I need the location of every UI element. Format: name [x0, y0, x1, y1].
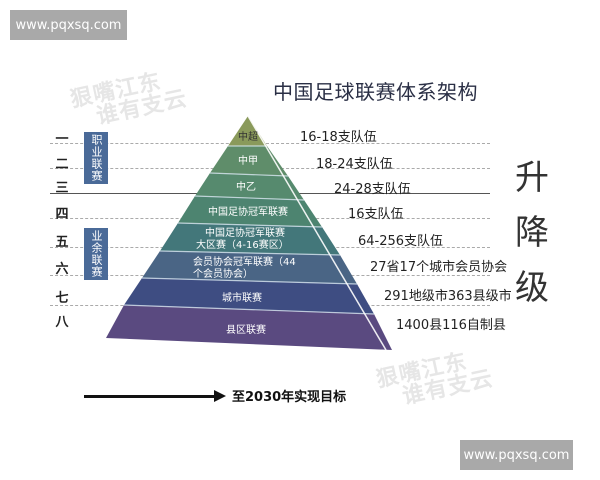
pyramid-layer-6 — [142, 251, 357, 284]
layer-label-8: 县区联赛 — [226, 323, 266, 336]
count-level-1: 16-18支队伍 — [300, 130, 377, 145]
level-7: 七 — [55, 291, 69, 306]
watermark-badge-top: www.pqxsq.com — [10, 10, 127, 40]
layer-label-6b: 个会员协会） — [193, 267, 253, 280]
goal-text: 至2030年实现目标 — [232, 390, 347, 405]
layer-label-3: 中乙 — [236, 180, 256, 193]
level-1: 一 — [55, 132, 69, 147]
count-level-8: 1400县116自制县 — [396, 318, 506, 333]
arrow-right-icon — [214, 390, 226, 402]
level-6: 六 — [55, 262, 69, 277]
side-label-ji: 级 — [515, 268, 549, 308]
pyramid-layer-3 — [195, 173, 304, 200]
level-4: 四 — [55, 207, 69, 222]
side-label-sheng: 升 — [515, 158, 549, 198]
count-level-5: 64-256支队伍 — [358, 234, 444, 249]
diagram-title: 中国足球联赛体系架构 — [273, 80, 478, 104]
level-2: 二 — [55, 157, 69, 172]
layer-label-7: 城市联赛 — [222, 291, 262, 304]
watermark-badge-bottom: www.pqxsq.com — [460, 440, 573, 470]
divider-1-2 — [50, 143, 490, 144]
layer-label-4: 中国足协冠军联赛 — [208, 205, 288, 218]
count-level-6: 27省17个城市会员协会 — [370, 260, 508, 275]
layer-label-6a: 会员协会冠军联赛（44 — [193, 255, 296, 268]
count-level-7: 291地级市363县级市 — [384, 289, 512, 304]
pyramid-layer-2 — [210, 146, 288, 176]
level-5: 五 — [55, 235, 69, 250]
tag-amateur-league: 业余联赛 — [84, 228, 108, 280]
level-3: 三 — [55, 181, 69, 196]
pyramid-layer-5 — [160, 223, 340, 255]
layer-label-1: 中超 — [238, 130, 258, 143]
pyramid-layer-7 — [124, 278, 374, 314]
count-level-3: 24-28支队伍 — [334, 182, 411, 197]
tag-professional-league: 职业联赛 — [84, 132, 108, 184]
count-level-4: 16支队伍 — [348, 207, 404, 222]
layer-label-2: 中甲 — [238, 154, 258, 167]
goal-arrow-line — [84, 395, 216, 398]
pyramid-layer-4 — [178, 196, 322, 227]
pyramid-layer-8 — [106, 305, 392, 350]
layer-label-5b: 大区赛（4-16赛区） — [196, 238, 289, 251]
level-8: 八 — [55, 315, 69, 330]
count-level-2: 18-24支队伍 — [316, 157, 393, 172]
layer-label-5a: 中国足协冠军联赛 — [205, 226, 285, 239]
pyramid-layer-1 — [228, 116, 267, 146]
side-label-jiang: 降 — [515, 213, 549, 253]
